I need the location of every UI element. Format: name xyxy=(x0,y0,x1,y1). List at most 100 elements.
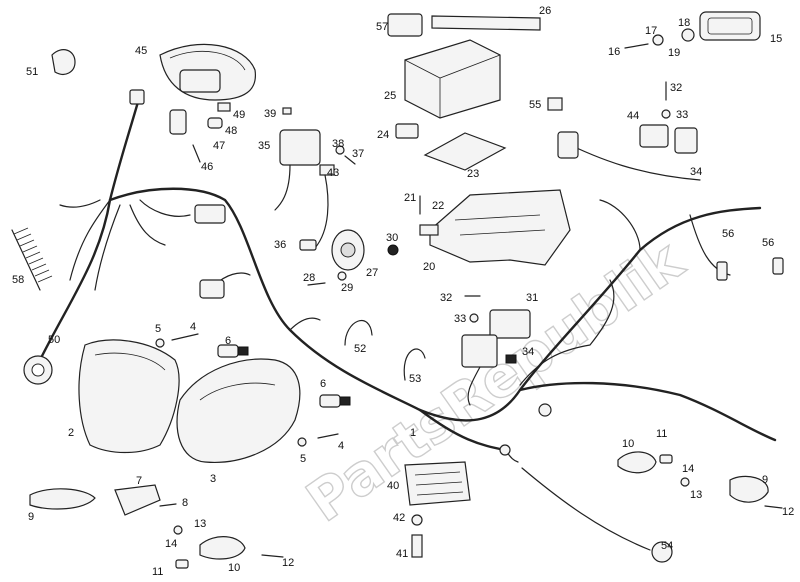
part-label: 34 xyxy=(522,346,534,358)
part-label: 37 xyxy=(352,148,364,160)
part-label: 47 xyxy=(213,140,225,152)
part-label: 4 xyxy=(338,440,344,452)
part-label: 43 xyxy=(327,167,339,179)
part-label: 6 xyxy=(320,378,326,390)
clip xyxy=(547,97,563,111)
part-label: 45 xyxy=(135,45,147,57)
part-label: 55 xyxy=(529,99,541,111)
part-label: 57 xyxy=(376,21,388,33)
part-label: 22 xyxy=(432,200,444,212)
part-label: 51 xyxy=(26,66,38,78)
part-label: 31 xyxy=(526,292,538,304)
part-label: 19 xyxy=(668,47,680,59)
part-label: 56 xyxy=(762,237,774,249)
part-label: 39 xyxy=(264,108,276,120)
part-label: 9 xyxy=(762,474,768,486)
part-label: 46 xyxy=(201,161,213,173)
turn-indicator-bracket xyxy=(114,484,161,516)
part-label: 10 xyxy=(622,438,634,450)
bulb xyxy=(659,454,673,464)
nut xyxy=(387,244,399,256)
part-label: 21 xyxy=(404,192,416,204)
part-label: 28 xyxy=(303,272,315,284)
part-label: 42 xyxy=(393,512,405,524)
part-label: 26 xyxy=(539,5,551,17)
part-label: 25 xyxy=(384,90,396,102)
part-label: 38 xyxy=(332,138,344,150)
part-label: 56 xyxy=(722,228,734,240)
part-label: 11 xyxy=(656,428,667,440)
part-label: 35 xyxy=(258,140,270,152)
part-label: 33 xyxy=(676,109,688,121)
headlight-right xyxy=(176,358,301,463)
part-label: 23 xyxy=(467,168,479,180)
battery-strap xyxy=(431,15,541,31)
bulb-connector xyxy=(716,261,728,281)
part-label: 50 xyxy=(48,334,60,346)
ground-ring-terminal xyxy=(538,403,552,417)
turn-indicator xyxy=(729,475,769,503)
cable-tie xyxy=(403,348,426,381)
washer xyxy=(337,271,347,281)
part-label: 44 xyxy=(627,110,639,122)
battery-cover-block xyxy=(387,13,423,37)
part-label: 17 xyxy=(645,25,657,37)
main-wiring-harness xyxy=(38,93,777,463)
part-label: 10 xyxy=(228,562,240,574)
part-label: 20 xyxy=(423,261,435,273)
washer xyxy=(680,477,690,487)
part-label: 9 xyxy=(28,511,34,523)
part-label: 12 xyxy=(782,506,794,518)
headlight-bulb xyxy=(319,394,341,408)
washer xyxy=(652,34,664,46)
washer xyxy=(661,109,671,119)
washer xyxy=(335,145,345,155)
part-label: 12 xyxy=(282,557,294,569)
watermark: PartsRepublik xyxy=(295,227,696,535)
part-label: 29 xyxy=(341,282,353,294)
part-labels: 1 2 3 4 4 5 5 6 6 7 8 9 9 10 10 11 11 12… xyxy=(12,5,794,578)
connector-block xyxy=(674,127,698,154)
part-label: 27 xyxy=(366,267,378,279)
part-label: 18 xyxy=(678,17,690,29)
fuse xyxy=(419,224,439,236)
grommet xyxy=(217,102,231,112)
harness-connector xyxy=(194,204,226,224)
battery xyxy=(404,39,501,119)
part-label: 32 xyxy=(670,82,682,94)
turn-indicator xyxy=(29,488,96,510)
part-label: 52 xyxy=(354,343,366,355)
turn-indicator xyxy=(617,451,657,474)
washer xyxy=(297,437,307,447)
part-label: 41 xyxy=(396,548,408,560)
harness-connector xyxy=(169,109,187,135)
part-label: 6 xyxy=(225,335,231,347)
headlight-left xyxy=(78,339,180,454)
part-label: 40 xyxy=(387,480,399,492)
washer xyxy=(469,313,479,323)
part-label: 14 xyxy=(165,538,177,550)
connector-block xyxy=(639,124,669,148)
cable-tie xyxy=(344,320,373,346)
protective-sleeve xyxy=(13,227,53,283)
battery-pad xyxy=(423,132,507,171)
relay xyxy=(557,131,579,159)
part-label: 4 xyxy=(190,321,196,333)
part-label: 54 xyxy=(661,540,673,552)
part-label: 16 xyxy=(608,46,620,58)
flasher-relay xyxy=(461,334,498,368)
harness-connector xyxy=(199,279,225,299)
washer xyxy=(155,338,165,348)
starter-relay xyxy=(489,309,531,339)
part-label: 36 xyxy=(274,239,286,251)
part-label: 8 xyxy=(182,497,188,509)
license-plate-light xyxy=(699,11,761,41)
part-label: 13 xyxy=(690,489,702,501)
part-label: 14 xyxy=(682,463,694,475)
part-label: 34 xyxy=(690,166,702,178)
ground-ring-terminal xyxy=(499,444,511,456)
bulb xyxy=(175,559,189,569)
part-label: 33 xyxy=(454,313,466,325)
part-label: 15 xyxy=(770,33,782,45)
